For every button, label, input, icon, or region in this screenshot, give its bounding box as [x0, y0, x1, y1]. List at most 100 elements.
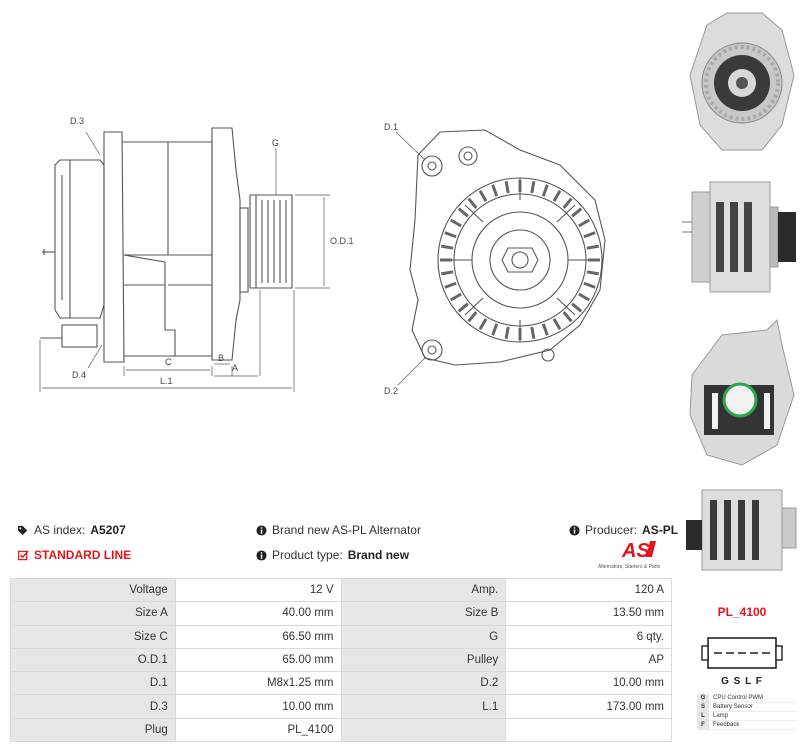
spec-label: Size A — [10, 601, 176, 626]
spec-value: AP — [505, 647, 672, 673]
product-type: Product type: Brand new — [256, 548, 409, 562]
cooling-slot — [449, 218, 462, 228]
cooling-slot — [467, 311, 478, 323]
label-a: A — [232, 363, 238, 373]
label-l1: L.1 — [160, 376, 173, 386]
product-type-label: Product type: — [272, 548, 343, 562]
spec-label: Size B — [340, 601, 507, 626]
spec-value: 6 qty. — [505, 624, 672, 649]
cooling-slot — [530, 180, 536, 194]
cooling-slot — [541, 323, 549, 336]
plug-diagram: G S L F — [700, 630, 784, 688]
plug-legend-desc: CPU Control PWM — [713, 695, 764, 701]
logo-tagline: Alternators, Starters & Parts — [598, 564, 661, 570]
label-d3: D.3 — [70, 116, 84, 126]
plug-legend-row: S Battery Sensor — [697, 702, 797, 712]
cooling-slot — [491, 323, 499, 336]
cooling-slot — [457, 207, 469, 218]
cooling-slot — [478, 189, 488, 202]
cooling-slot — [504, 326, 510, 340]
info-icon — [569, 524, 580, 536]
spec-label: Pulley — [340, 647, 507, 673]
plug-legend-row: L Lamp — [697, 711, 797, 721]
label-b: B — [218, 353, 224, 363]
cooling-slot — [552, 318, 562, 331]
plug-legend-key: G — [697, 693, 709, 703]
cooling-slots — [440, 180, 600, 340]
as-index-value: A5207 — [90, 523, 126, 537]
spec-value: 173.00 mm — [505, 694, 672, 719]
label-g: G — [272, 138, 279, 148]
standard-line-text: STANDARD LINE — [34, 548, 132, 562]
plug-legend-key: L — [697, 711, 709, 721]
plug-legend-desc: Battery Sensor — [713, 704, 753, 710]
label-d1: D.1 — [384, 122, 398, 132]
cooling-slot — [571, 207, 583, 218]
photo-rear[interactable] — [682, 315, 800, 475]
plug-legend-key: S — [697, 702, 709, 712]
info-section: AS index: A5207 STANDARD LINE Brand new … — [14, 520, 678, 570]
brand-text: Brand new AS-PL Alternator — [272, 523, 421, 537]
spec-label: D.2 — [340, 671, 507, 696]
cooling-slot — [552, 189, 562, 202]
spec-value: 12 V — [174, 577, 342, 603]
producer-value: AS-PL — [642, 523, 679, 537]
cooling-slot — [562, 311, 573, 323]
cooling-slot — [586, 244, 600, 250]
spec-label: G — [340, 624, 507, 649]
photo-side[interactable] — [682, 162, 800, 312]
brand-info: Brand new AS-PL Alternator — [256, 523, 421, 537]
plug-legend-row: G CPU Control PWM — [697, 693, 797, 703]
spec-value: 10.00 mm — [174, 694, 342, 719]
spec-label: Amp. — [340, 577, 507, 603]
cooling-slot — [491, 184, 499, 197]
label-d2: D.2 — [384, 386, 398, 396]
plug-title: PL_4100 — [717, 605, 767, 619]
cooling-slot — [578, 218, 591, 228]
cooling-slot — [467, 197, 478, 209]
cooling-slot — [478, 318, 488, 331]
cooling-slot — [541, 184, 549, 197]
spec-label: O.D.1 — [10, 647, 176, 673]
plug-legend-desc: Lamp — [713, 713, 729, 719]
cooling-slot — [440, 270, 454, 276]
front-view-drawing — [395, 129, 606, 386]
spec-label: Voltage — [10, 577, 176, 603]
cooling-slot — [571, 302, 583, 313]
photo-front[interactable] — [682, 5, 800, 157]
spec-value: 10.00 mm — [505, 671, 672, 696]
technical-drawing: D.3 D.4 G O.D.1 C B A L.1 D.1 D.2 — [39, 116, 606, 396]
side-view-drawing — [39, 127, 330, 392]
product-photos — [682, 0, 800, 580]
label-od1: O.D.1 — [330, 236, 354, 246]
spec-label: L.1 — [340, 694, 507, 719]
spec-value: 40.00 mm — [174, 601, 342, 626]
spec-label: Plug — [10, 717, 176, 743]
cooling-slot — [578, 292, 591, 302]
spec-value: 65.00 mm — [174, 647, 342, 673]
standard-line: STANDARD LINE — [18, 548, 131, 562]
cooling-slot — [504, 180, 510, 194]
spec-label: D.1 — [10, 671, 176, 696]
cooling-slot — [444, 281, 457, 289]
logo-text: AS — [621, 540, 650, 562]
photo-angle[interactable] — [682, 478, 800, 580]
plug-pins: G S L F — [721, 676, 763, 687]
spec-label: D.3 — [10, 694, 176, 719]
cooling-slot — [583, 231, 596, 239]
cooling-slot — [586, 270, 600, 276]
cooling-slot — [440, 244, 454, 250]
spec-value: PL_4100 — [174, 717, 342, 743]
tags-icon — [18, 525, 28, 535]
spec-value: 66.50 mm — [174, 624, 342, 649]
